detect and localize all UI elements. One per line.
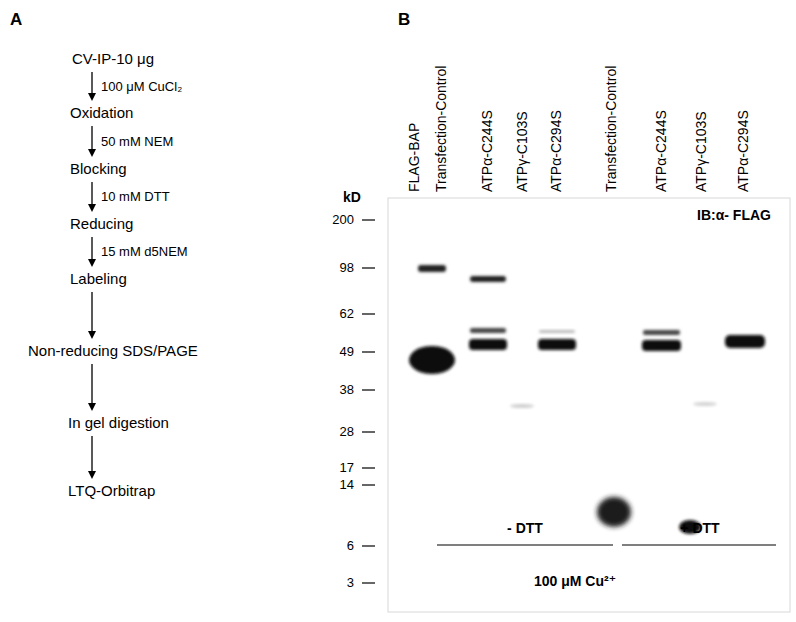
step-text: In gel digestion: [68, 414, 169, 432]
step-node: Labeling: [70, 270, 127, 288]
marker-label: 3: [347, 575, 354, 591]
marker-label: 62: [340, 306, 354, 322]
flow-arrow: [88, 237, 96, 267]
step-node: LTQ-Orbitrap: [68, 482, 155, 500]
marker-label: 6: [347, 538, 354, 554]
blot-annotation: + DTT: [680, 520, 719, 536]
marker-label: 14: [340, 477, 354, 493]
flow-arrow: [88, 364, 96, 411]
panel-letter: A: [10, 12, 22, 28]
flow-arrow: [88, 292, 96, 339]
reagent-label: 15 mM d5NEM: [100, 244, 189, 260]
marker-label: 38: [340, 382, 354, 398]
marker-label: 200: [332, 212, 354, 228]
flow-arrow: [88, 182, 96, 212]
lane-label: ATPα-C294S: [735, 110, 751, 192]
marker-label: 49: [340, 344, 354, 360]
lane-label: Transfection-Control: [433, 66, 449, 192]
step-node: CV-IP-10 μg: [72, 50, 154, 68]
blot-frame: [388, 198, 790, 612]
step-text: CV-IP-10 μg: [72, 50, 154, 68]
blot-annotation: IB:α- FLAG: [697, 207, 771, 223]
panel-letter: B: [398, 12, 410, 28]
blot-bands: [390, 241, 788, 534]
blot-annotation: 100 μM Cu²⁺: [534, 573, 616, 589]
lane-label: Transfection-Control: [603, 66, 619, 192]
flow-arrow: [88, 126, 96, 157]
step-node: In gel digestion: [68, 414, 169, 432]
lane-label: ATPα-C244S: [479, 110, 495, 192]
lane-label: ATPα-C244S: [653, 110, 669, 192]
lane-label: ATPγ-C103S: [693, 111, 709, 192]
step-node: Reducing: [70, 215, 133, 233]
marker-ticks: [362, 220, 375, 583]
step-text: Non-reducing SDS/PAGE: [28, 342, 198, 360]
step-text: Blocking: [70, 160, 127, 178]
step-text: Oxidation: [70, 104, 133, 122]
lane-label: ATPα-C294S: [548, 110, 564, 192]
marker-label: 17: [340, 460, 354, 476]
step-node: Blocking: [70, 160, 127, 178]
marker-label: 28: [340, 424, 354, 440]
blot-annotation: - DTT: [507, 520, 543, 536]
marker-label: kD: [343, 189, 361, 205]
step-text: Reducing: [70, 215, 133, 233]
lane-label: ATPγ-C103S: [514, 111, 530, 192]
lane-label: FLAG-BAP: [406, 123, 422, 192]
step-node: Non-reducing SDS/PAGE: [28, 342, 198, 360]
step-text: Labeling: [70, 270, 127, 288]
reagent-label: 10 mM DTT: [100, 189, 171, 205]
step-node: Oxidation: [70, 104, 133, 122]
marker-label: 98: [340, 260, 354, 276]
reagent-label: 50 mM NEM: [100, 134, 174, 150]
group-underlines: [437, 544, 776, 545]
reagent-label: 100 μM CuCl₂: [100, 79, 183, 95]
step-text: LTQ-Orbitrap: [68, 482, 155, 500]
flow-arrow: [88, 436, 96, 479]
flow-arrow: [88, 72, 96, 101]
